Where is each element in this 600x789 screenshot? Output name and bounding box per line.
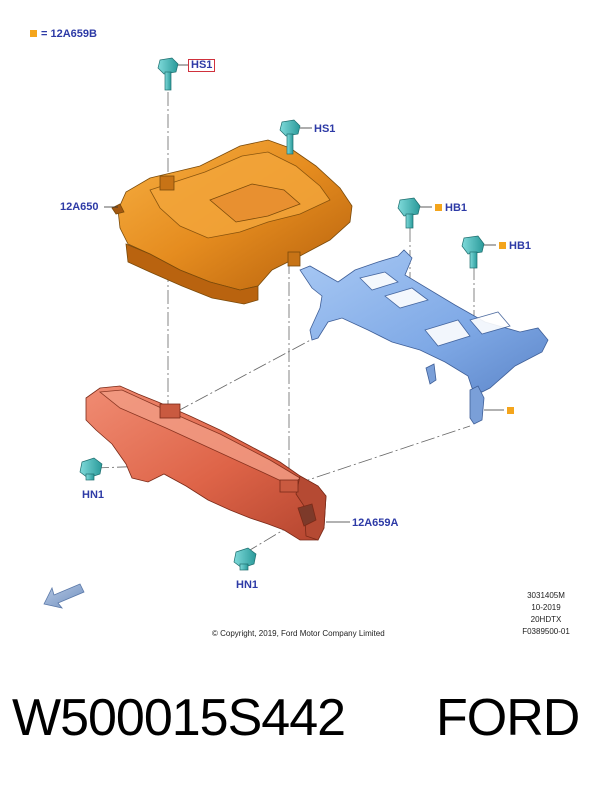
callout-hb1-right-marker	[499, 242, 506, 249]
callout-bracket: 12A659A	[352, 517, 399, 529]
callout-hb1-right: HB1	[509, 240, 532, 252]
front-direction-arrow	[43, 583, 85, 609]
exploded-parts-diagram	[43, 57, 549, 609]
bolt-hs1-right	[279, 119, 301, 155]
legend-color-square	[30, 30, 37, 37]
callout-module: 12A650	[60, 201, 99, 213]
reference-figure: F0389500-01	[522, 627, 570, 636]
reference-code: 3031405M	[527, 591, 565, 600]
nut-hn1-left	[79, 457, 103, 481]
footer-part-number: W500015S442	[12, 689, 346, 747]
control-module	[111, 139, 353, 305]
legend-label: = 12A659B	[41, 28, 97, 40]
heat-shield	[299, 249, 549, 425]
reference-variant: 20HDTX	[530, 615, 562, 624]
callout-hn1-bottom: HN1	[236, 579, 259, 591]
bolt-hb1-left	[397, 197, 421, 229]
mounting-bracket	[85, 385, 327, 541]
leader-lines	[104, 64, 504, 523]
bolt-hs1-left	[157, 57, 179, 91]
reference-block: 3031405M 10-2019 20HDTX F0389500-01	[510, 590, 582, 638]
nut-hn1-bottom	[233, 547, 257, 571]
footer-brand: FORD	[436, 689, 580, 747]
callout-hs1-left: HS1	[188, 59, 216, 72]
copyright-notice: © Copyright, 2019, Ford Motor Company Li…	[212, 629, 385, 638]
callout-hb1-left: HB1	[445, 202, 468, 214]
callout-hb1-left-marker	[435, 204, 442, 211]
callout-heat-shield-marker	[507, 407, 514, 414]
callout-hn1-left: HN1	[82, 489, 105, 501]
callout-hs1-right: HS1	[314, 123, 336, 135]
reference-date: 10-2019	[531, 603, 561, 612]
bolt-hb1-right	[461, 235, 485, 269]
